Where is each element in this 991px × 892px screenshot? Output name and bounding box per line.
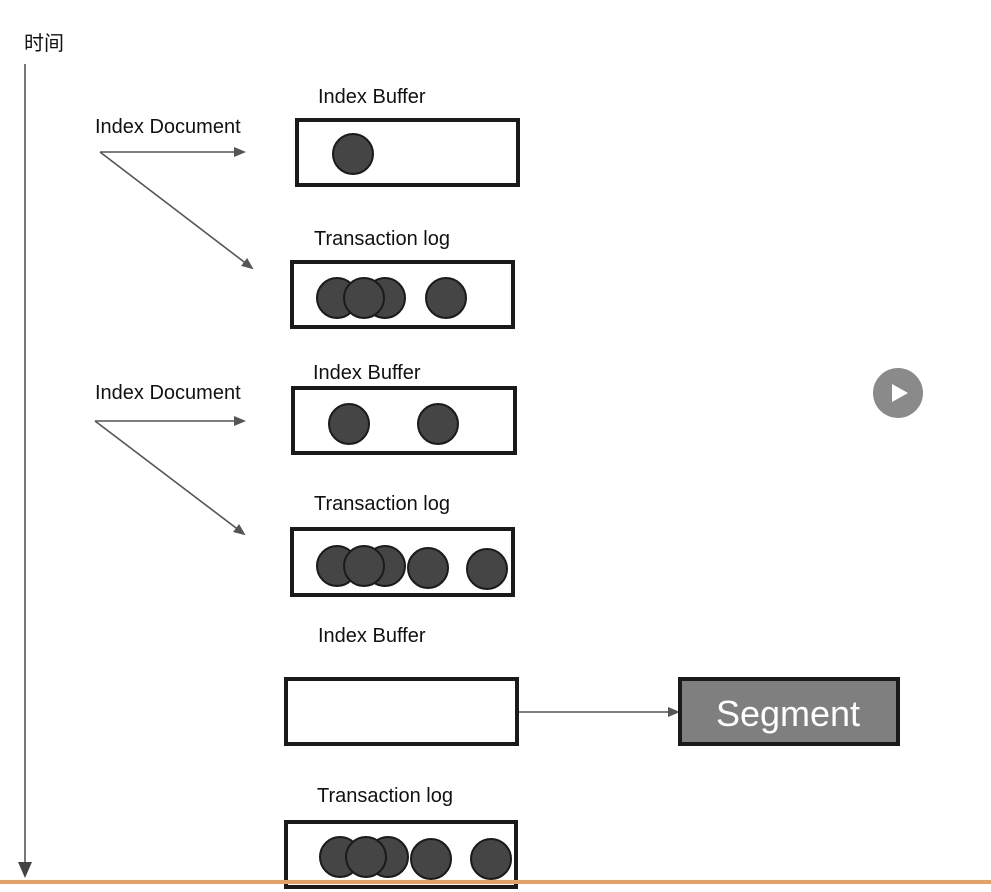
segment-label: Segment — [716, 693, 860, 734]
index-buffer-box-3 — [284, 677, 519, 746]
index-buffer-label-3: Index Buffer — [318, 625, 426, 647]
index-document-to-log-arrow-2 — [94, 420, 246, 536]
time-axis-arrowhead — [18, 862, 32, 878]
index-buffer-label-2: Index Buffer — [313, 362, 421, 384]
document-dot — [332, 133, 374, 175]
play-button[interactable] — [873, 368, 923, 418]
index-document-to-log-arrow-1 — [99, 151, 254, 270]
document-dot — [407, 547, 449, 589]
transaction-log-label-3: Transaction log — [317, 785, 453, 807]
index-buffer-box-1 — [295, 118, 520, 187]
transaction-log-label-2: Transaction log — [314, 493, 450, 515]
index-document-label-2: Index Document — [95, 382, 241, 404]
document-dot — [470, 838, 512, 880]
document-dot — [328, 403, 370, 445]
document-dot — [345, 836, 387, 878]
document-dot — [466, 548, 508, 590]
transaction-log-label-1: Transaction log — [314, 228, 450, 250]
index-buffer-box-2 — [291, 386, 517, 455]
document-dot — [343, 277, 385, 319]
time-axis-label: 时间 — [24, 31, 64, 55]
document-dot — [425, 277, 467, 319]
segment-box — [678, 677, 900, 746]
play-icon — [892, 384, 908, 402]
document-dot — [343, 545, 385, 587]
document-dot — [417, 403, 459, 445]
index-buffer-label-1: Index Buffer — [318, 86, 426, 108]
progress-bar-strip — [0, 880, 991, 884]
document-dot — [410, 838, 452, 880]
index-document-label-1: Index Document — [95, 116, 241, 138]
